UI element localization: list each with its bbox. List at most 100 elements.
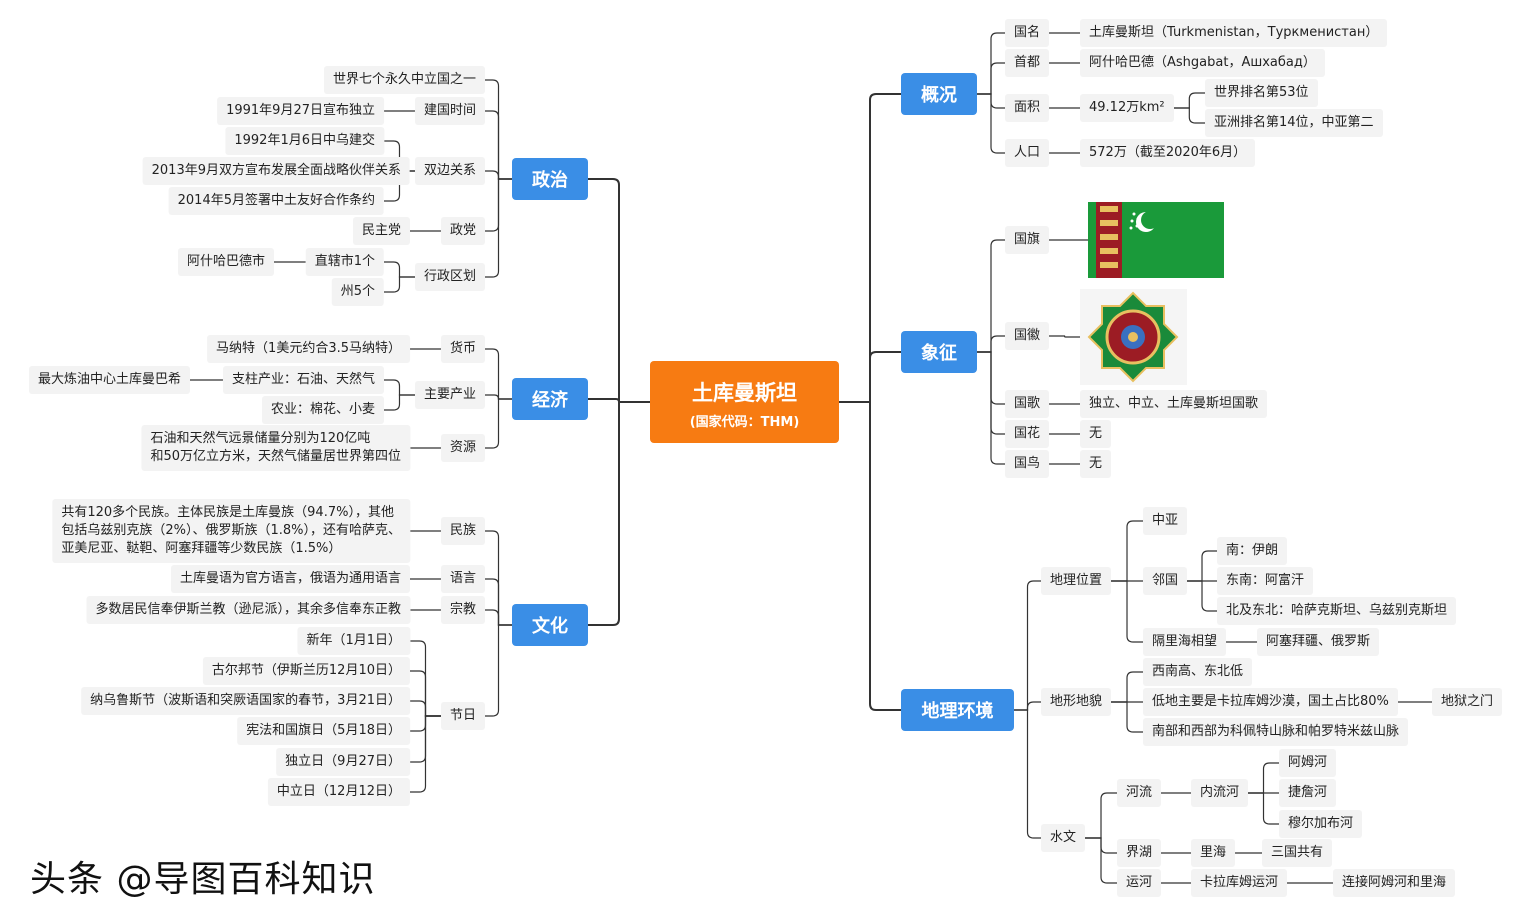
node-c4e[interactable]: 独立日（9月27日） [276,748,410,776]
topic-politics[interactable]: 政治 [512,158,588,200]
node-o2a[interactable]: 阿什哈巴德（Ashgabat，Ашхабад） [1080,49,1325,77]
link-s2 [977,335,1005,353]
node-p3a[interactable]: 民主党 [352,217,410,245]
node-e2b[interactable]: 农业：棉花、小麦 [261,396,384,424]
node-g3a1c[interactable]: 穆尔加布河 [1279,810,1363,838]
node-g1b[interactable]: 邻国 [1143,567,1188,595]
root-link-overview [839,93,901,403]
node-g3c[interactable]: 运河 [1117,869,1162,897]
link-e2b [384,394,415,411]
node-c4f[interactable]: 中立日（12月12日） [267,778,410,806]
link-p1 [485,110,512,180]
node-g3a1b[interactable]: 捷詹河 [1279,779,1337,807]
node-c3[interactable]: 宗教 [440,596,485,624]
node-e2a1[interactable]: 最大炼油中心土库曼巴希 [28,366,190,394]
link-o3a1 [1173,92,1205,109]
node-p3[interactable]: 政党 [440,217,485,245]
node-c2a[interactable]: 土库曼语为官方语言，俄语为通用语言 [170,565,410,593]
node-o4[interactable]: 人口 [1005,139,1050,167]
link-o4 [977,93,1005,154]
node-p2c[interactable]: 2014年5月签署中土友好合作条约 [168,187,384,215]
node-p1[interactable]: 建国时间 [414,97,485,125]
node-g1c[interactable]: 隔里海相望 [1143,628,1227,656]
link-p4a [384,261,415,278]
node-s4a[interactable]: 无 [1080,420,1112,448]
node-g3c1[interactable]: 卡拉库姆运河 [1191,869,1288,897]
node-g1c1[interactable]: 阿塞拜疆、俄罗斯 [1257,628,1380,656]
node-s2[interactable]: 国徽 [1005,322,1050,350]
node-p2[interactable]: 双边关系 [414,157,485,185]
node-g2b1[interactable]: 地狱之门 [1432,688,1503,716]
node-g3b1[interactable]: 里海 [1191,839,1236,867]
topic-symbols[interactable]: 象征 [901,331,977,373]
node-g3b1a[interactable]: 三国共有 [1262,839,1333,867]
node-p2a[interactable]: 1992年1月6日中乌建交 [225,127,384,155]
node-c4c[interactable]: 纳乌鲁斯节（波斯语和突厥语国家的春节，3月21日） [81,687,410,715]
node-o1a[interactable]: 土库曼斯坦（Turkmenistan，Туркменистан） [1080,19,1388,47]
node-s4[interactable]: 国花 [1005,420,1050,448]
node-c1[interactable]: 民族 [440,517,485,545]
node-e2a[interactable]: 支柱产业：石油、天然气 [222,366,384,394]
node-o4a[interactable]: 572万（截至2020年6月） [1080,139,1256,167]
node-g1a[interactable]: 中亚 [1143,507,1188,535]
link-g3a [1085,792,1117,839]
node-o1[interactable]: 国名 [1005,19,1050,47]
node-o3a2[interactable]: 亚洲排名第14位，中亚第二 [1205,109,1383,137]
node-c2[interactable]: 语言 [440,565,485,593]
node-p4a1[interactable]: 阿什哈巴德市 [177,248,274,276]
node-g3a1[interactable]: 内流河 [1191,779,1249,807]
node-g1b2[interactable]: 东南：阿富汗 [1217,567,1314,595]
topic-overview[interactable]: 概况 [901,73,977,115]
root-node[interactable]: 土库曼斯坦 (国家代码：THM) [650,361,839,443]
node-g1b3[interactable]: 北及东北：哈萨克斯坦、乌兹别克斯坦 [1217,597,1457,625]
node-p4a[interactable]: 直辖市1个 [305,248,384,276]
node-g3a[interactable]: 河流 [1117,779,1162,807]
node-g1b1[interactable]: 南：伊朗 [1217,537,1288,565]
node-p4[interactable]: 行政区划 [414,263,485,291]
node-s3a[interactable]: 独立、中立、土库曼斯坦国歌 [1080,390,1268,418]
node-o3a1[interactable]: 世界排名第53位 [1205,79,1318,107]
node-g3c1a[interactable]: 连接阿姆河和里海 [1333,869,1456,897]
node-g2[interactable]: 地形地貌 [1041,688,1112,716]
node-g3[interactable]: 水文 [1041,824,1086,852]
node-e2[interactable]: 主要产业 [414,381,485,409]
node-e3a[interactable]: 石油和天然气远景储量分别为120亿吨 和50万亿立方米，天然气储量居世界第四位 [141,425,410,471]
node-p1a[interactable]: 1991年9月27日宣布独立 [217,97,384,125]
node-s1[interactable]: 国旗 [1005,226,1050,254]
node-e3[interactable]: 资源 [440,434,485,462]
node-c4[interactable]: 节日 [440,702,485,730]
node-c4d[interactable]: 宪法和国旗日（5月18日） [237,717,410,745]
root-link-geography [839,401,901,711]
node-e1[interactable]: 货币 [440,335,485,363]
root-link-politics [588,178,650,403]
link-c1 [485,530,512,626]
node-c4b[interactable]: 古尔邦节（伊斯兰历12月10日） [202,657,410,685]
topic-economy[interactable]: 经济 [512,378,588,420]
node-c4a[interactable]: 新年（1月1日） [297,627,410,655]
node-g2a[interactable]: 西南高、东北低 [1143,658,1253,686]
node-o2[interactable]: 首都 [1005,49,1050,77]
node-g2c[interactable]: 南部和西部为科佩特山脉和帕罗特米兹山脉 [1143,718,1409,746]
node-o3[interactable]: 面积 [1005,94,1050,122]
node-s3[interactable]: 国歌 [1005,390,1050,418]
node-g2b[interactable]: 低地主要是卡拉库姆沙漠，国土占比80% [1143,688,1398,716]
node-g1[interactable]: 地理位置 [1041,567,1112,595]
node-p0[interactable]: 世界七个永久中立国之一 [323,66,485,94]
node-c1a[interactable]: 共有120多个民族。主体民族是土库曼族（94.7%），其他 包括乌兹别克族（2%… [52,499,410,563]
node-p2b[interactable]: 2013年9月双方宣布发展全面战略伙伴关系 [142,157,410,185]
node-c3a[interactable]: 多数居民信奉伊斯兰教（逊尼派），其余多信奉东正教 [86,596,410,624]
link-g3c [1085,837,1117,884]
national-flag-image [1088,202,1224,278]
node-s5[interactable]: 国鸟 [1005,450,1050,478]
node-g3a1a[interactable]: 阿姆河 [1279,749,1337,777]
node-e1a[interactable]: 马纳特（1美元约合3.5马纳特） [207,335,410,363]
root-link-symbols [839,351,901,403]
topic-geography[interactable]: 地理环境 [901,689,1014,731]
watermark: 头条 @导图百科知识 [30,859,376,900]
topic-culture[interactable]: 文化 [512,604,588,646]
node-g3b[interactable]: 界湖 [1117,839,1162,867]
node-s5a[interactable]: 无 [1080,450,1112,478]
node-o3a[interactable]: 49.12万km² [1080,94,1174,122]
node-p4b[interactable]: 州5个 [331,278,384,306]
